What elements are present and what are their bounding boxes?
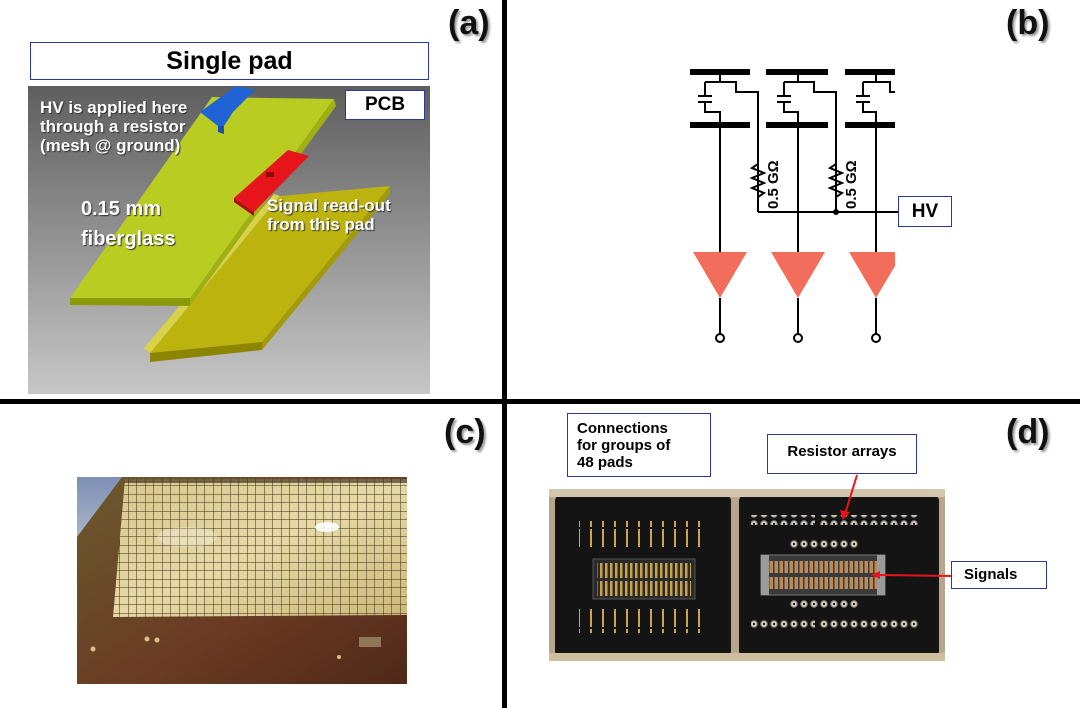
thickness-line-1: 0.15 mm: [81, 198, 162, 220]
single-pad-title: Single pad: [30, 42, 429, 80]
signal-pad: [234, 150, 309, 212]
resistor-1-label: 0.5 GΩ: [765, 160, 782, 209]
connections-line-1: Connections: [577, 420, 668, 437]
hv-label: HV: [898, 196, 952, 227]
signals-label: Signals: [951, 561, 1047, 589]
hv-line-1: HV is applied here: [40, 98, 188, 117]
horizontal-divider: [0, 399, 1080, 404]
connections-label: Connections for groups of 48 pads: [567, 413, 711, 477]
panel-d-label: (d): [1006, 413, 1050, 451]
connections-line-2: for groups of: [577, 437, 671, 454]
fiberglass-board: [70, 97, 334, 298]
hv-text: HV is applied here through a resistor (m…: [40, 98, 187, 155]
resistor-2: [827, 160, 845, 212]
panel-c-label: (c): [444, 413, 486, 451]
pcb-label: PCB: [345, 90, 425, 120]
channel-1: [690, 69, 759, 343]
panel-b-label: (b): [1006, 4, 1050, 42]
signal-line-2: from this pad: [267, 215, 375, 234]
hv-pad: [200, 86, 255, 126]
vertical-divider: [502, 0, 507, 708]
signal-text: Signal read-out from this pad: [267, 196, 391, 234]
pad-illustration: [28, 86, 430, 394]
resistor-1: [749, 160, 767, 212]
pcb-board: [150, 186, 390, 353]
hv-line-2: through a resistor: [40, 117, 186, 136]
channel-3: [845, 69, 895, 343]
panel-a-label: (a): [448, 4, 490, 42]
connector-board-photo: [549, 489, 945, 661]
circuit-schematic: 0.5 GΩ 0.5 GΩ: [690, 69, 902, 343]
hv-line-3: (mesh @ ground): [40, 136, 181, 155]
resistor-2-label: 0.5 GΩ: [843, 160, 860, 209]
connections-line-3: 48 pads: [577, 454, 633, 471]
thickness-text: 0.15 mm fiberglass: [81, 194, 175, 254]
thickness-line-2: fiberglass: [81, 228, 176, 250]
signal-line-1: Signal read-out: [267, 196, 391, 215]
pad-grid-photo: [77, 477, 407, 684]
channel-2: [766, 69, 837, 343]
resistor-arrays-label: Resistor arrays: [767, 434, 917, 474]
